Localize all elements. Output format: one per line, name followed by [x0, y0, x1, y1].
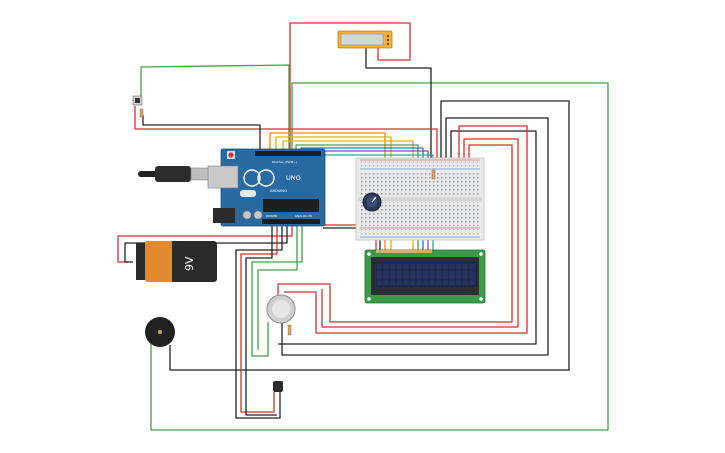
arduino-brand-label: ARDUINO	[270, 189, 287, 193]
wire-black-power[interactable]	[323, 227, 361, 238]
battery-9v[interactable]: 9V	[136, 241, 217, 282]
arduino-digital-label: DIGITAL (PWM~)	[272, 160, 297, 164]
battery-label: 9V	[183, 256, 196, 271]
gas-sensor[interactable]	[266, 294, 296, 336]
usb-cable	[138, 166, 210, 182]
i2c-display[interactable]	[337, 30, 393, 49]
wire-black-temp-2[interactable]	[245, 225, 277, 416]
wire-red-right-1[interactable]	[284, 125, 528, 334]
temp-sensor[interactable]	[273, 381, 283, 392]
wire-black-button[interactable]	[142, 115, 261, 150]
potentiometer[interactable]	[362, 192, 382, 212]
wire-black-right-2[interactable]	[281, 117, 549, 356]
wire-green-outer[interactable]	[150, 82, 609, 431]
wire-green-lower-2[interactable]	[257, 225, 298, 350]
wire-red-temp[interactable]	[240, 225, 278, 413]
wire-black-temp[interactable]	[235, 225, 283, 419]
wire-black-right-outer[interactable]	[169, 100, 570, 371]
wire-black-top-display[interactable]	[365, 46, 432, 160]
arduino-uno[interactable]: UNO ARDUINO DIGITAL (PWM~) ANALOG IN POW…	[207, 148, 326, 227]
wire-green-button[interactable]	[140, 64, 290, 150]
wire-red-button[interactable]	[134, 106, 438, 160]
wire-red-right-3[interactable]	[277, 144, 513, 323]
arduino-analog-label: ANALOG IN	[295, 214, 312, 218]
wire-black-right-3[interactable]	[278, 130, 537, 345]
arduino-power-label: POWER	[266, 214, 277, 218]
wire-black-battery[interactable]	[124, 225, 288, 263]
lcd-16x2[interactable]	[364, 249, 486, 304]
push-button[interactable]	[132, 95, 144, 118]
piezo-buzzer[interactable]	[145, 317, 175, 347]
arduino-board-label: UNO	[286, 174, 301, 182]
wire-red-right-2[interactable]	[321, 138, 519, 328]
wire-green-lower[interactable]	[251, 225, 303, 357]
wire-red-battery[interactable]	[117, 225, 293, 263]
wire-red-top-display[interactable]	[289, 22, 411, 150]
